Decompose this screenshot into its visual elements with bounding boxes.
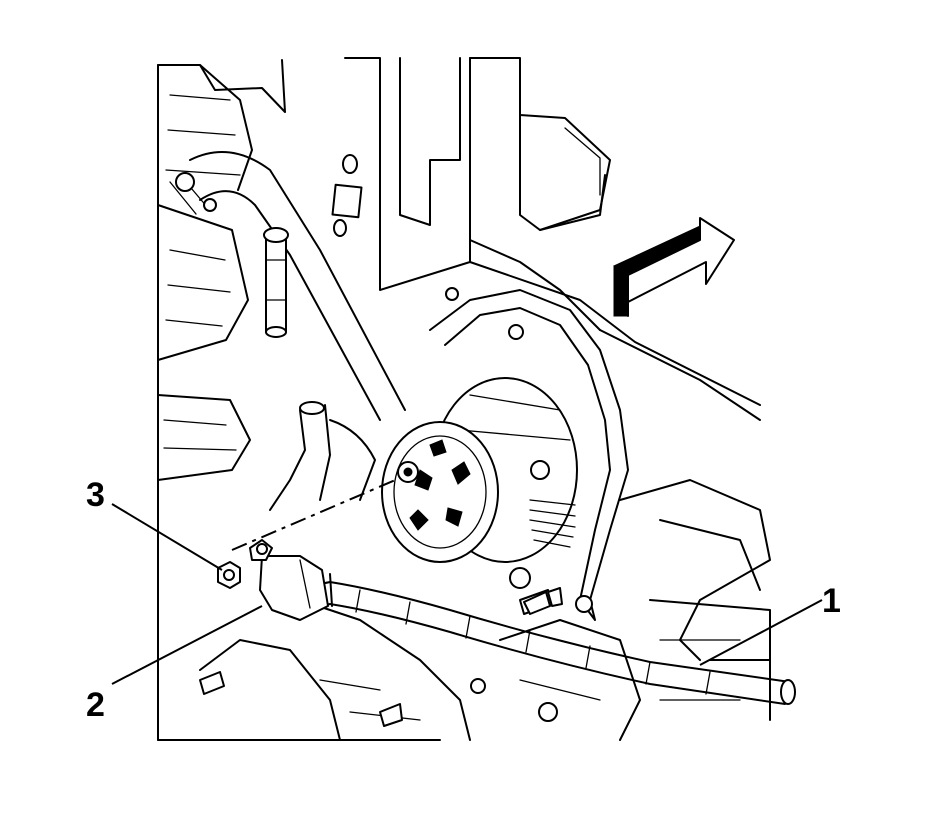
- callout-label-1: 1: [822, 582, 841, 620]
- callout-label-3: 3: [86, 476, 105, 514]
- cable-terminal-and-nut: [199, 477, 551, 727]
- battery-positive-cable: [259, 555, 796, 705]
- callout-label-2: 2: [86, 686, 105, 724]
- callout-3: 3: [86, 476, 223, 571]
- engine-structure: [157, 57, 771, 741]
- generator-assembly: [381, 287, 629, 621]
- front-direction-arrow-icon: [613, 217, 735, 317]
- belt-and-intake: [169, 151, 406, 511]
- callout-2: 2: [86, 605, 263, 724]
- callout-1: 1: [699, 582, 841, 666]
